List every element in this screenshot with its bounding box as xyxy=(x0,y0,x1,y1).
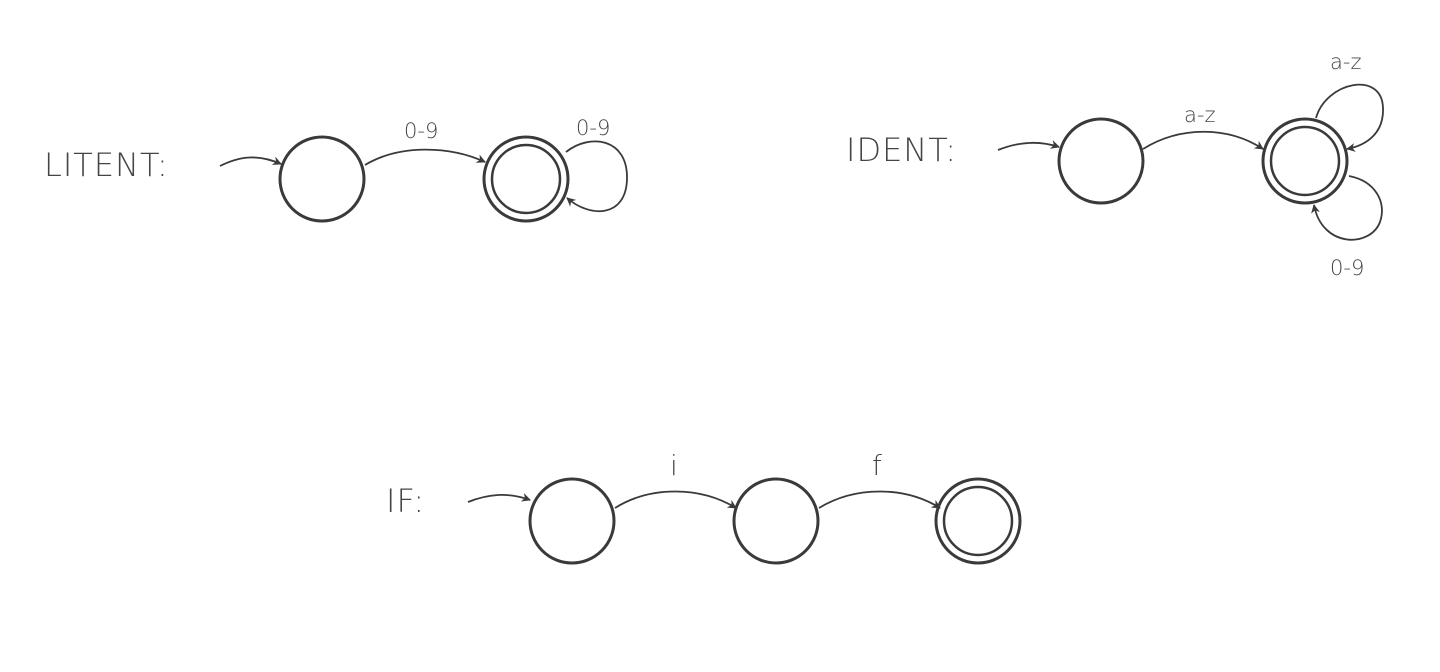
ident-start-state[interactable] xyxy=(1057,117,1145,205)
litent-transition-arrow xyxy=(364,148,486,166)
ident-top-loop-label: a-z xyxy=(1330,50,1361,74)
ident-start-arrow xyxy=(997,140,1060,151)
ident-top-loop-arrow xyxy=(1315,83,1384,152)
litent-accept-inner-ring xyxy=(490,143,562,215)
ident-title: IDENT: xyxy=(846,131,957,169)
if-transition-f-label: f xyxy=(872,449,882,482)
litent-transition-label: 0-9 xyxy=(404,119,438,143)
if-start-arrow xyxy=(467,493,531,503)
if-transition-f-arrow xyxy=(818,490,941,509)
ident-bottom-loop-label: 0-9 xyxy=(1330,256,1364,280)
ident-accept-inner-ring xyxy=(1269,125,1341,197)
litent-self-loop-arrow xyxy=(565,140,628,212)
ident-transition-arrow xyxy=(1142,130,1264,150)
if-middle-state[interactable] xyxy=(732,477,820,565)
litent-loop-label: 0-9 xyxy=(576,116,610,140)
litent-start-arrow xyxy=(219,156,282,167)
if-transition-i-arrow xyxy=(614,490,737,509)
litent-automaton: LITENT: 0-9 0-9 xyxy=(44,116,628,223)
if-automaton: IF: i f xyxy=(386,449,1022,565)
litent-accept-state[interactable] xyxy=(482,135,570,223)
ident-bottom-loop-arrow xyxy=(1311,175,1383,241)
if-transition-i-label: i xyxy=(670,449,678,482)
if-accept-state[interactable] xyxy=(934,477,1022,565)
if-title: IF: xyxy=(386,482,425,520)
ident-accept-state[interactable] xyxy=(1261,117,1349,205)
if-start-state[interactable] xyxy=(528,477,616,565)
ident-automaton: IDENT: a-z a-z 0-9 xyxy=(846,50,1384,280)
ident-transition-label: a-z xyxy=(1184,103,1215,127)
if-accept-inner-ring xyxy=(942,485,1014,557)
litent-start-state[interactable] xyxy=(278,135,366,223)
litent-title: LITENT: xyxy=(44,146,169,184)
